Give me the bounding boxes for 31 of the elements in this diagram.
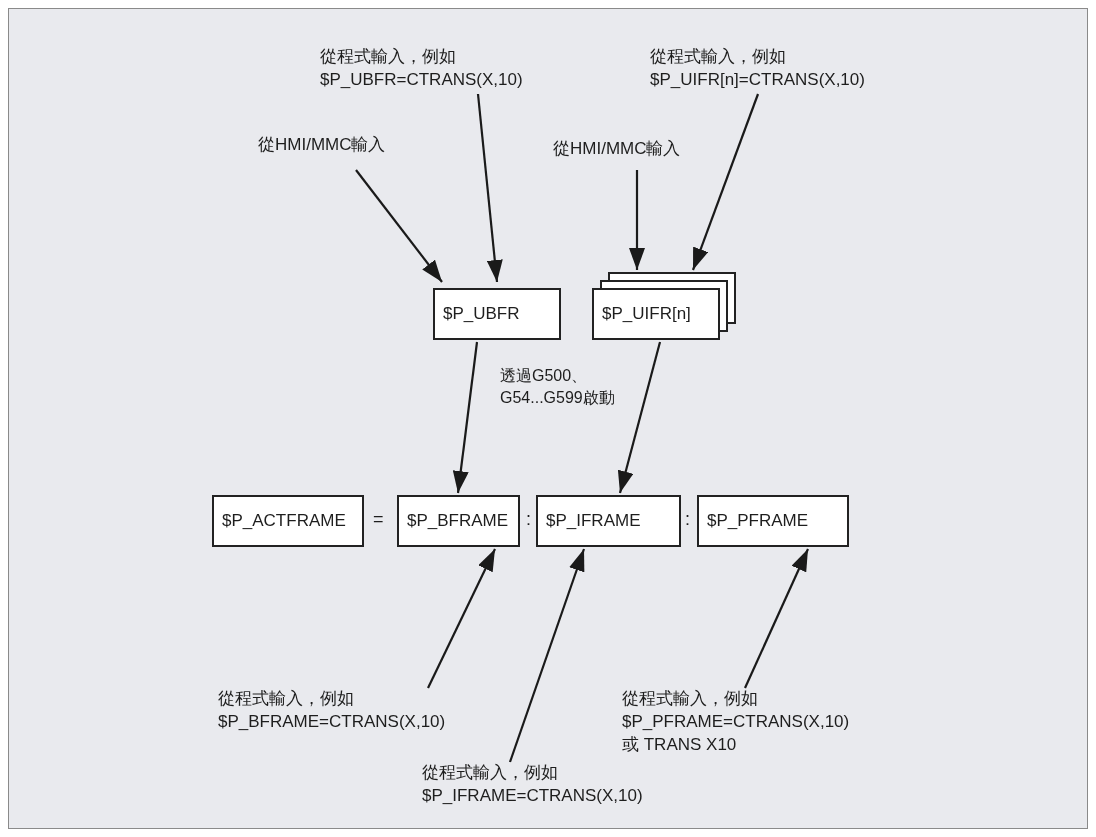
input-note: 從程式輸入，例如 — [218, 688, 355, 709]
input-note: 從程式輸入，例如 — [622, 688, 759, 709]
edge-label: 透過G500、G54...G599啟動 — [500, 366, 616, 408]
arrow — [629, 170, 645, 270]
input-note: $P_UBFR=CTRANS(X,10) — [320, 69, 523, 90]
frame-box: $P_ACTFRAME — [212, 495, 364, 547]
input-note: 從程式輸入，例如 — [650, 46, 787, 67]
input-note: 從HMI/MMC輸入 — [258, 134, 386, 155]
arrow — [427, 548, 496, 689]
input-note: $P_IFRAME=CTRANS(X,10) — [422, 785, 643, 806]
operator-sign: = — [373, 509, 384, 530]
frame-box: $P_UBFR — [433, 288, 561, 340]
arrow — [452, 341, 479, 494]
operator-sign: : — [685, 509, 690, 530]
input-note: $P_BFRAME=CTRANS(X,10) — [218, 711, 446, 732]
arrow — [691, 93, 760, 271]
arrow — [617, 341, 662, 494]
frame-box: $P_BFRAME — [397, 495, 520, 547]
arrow — [355, 169, 443, 283]
input-note: 從HMI/MMC輸入 — [553, 138, 681, 159]
arrow — [476, 93, 503, 283]
frame-box: $P_PFRAME — [697, 495, 849, 547]
input-note: 或 TRANS X10 — [622, 734, 738, 755]
arrow — [744, 548, 809, 689]
input-note: $P_PFRAME=CTRANS(X,10) — [622, 711, 850, 732]
input-note: 從程式輸入，例如 — [422, 762, 559, 783]
operator-sign: : — [526, 509, 531, 530]
input-note: $P_UIFR[n]=CTRANS(X,10) — [650, 69, 865, 90]
input-note: 從程式輸入，例如 — [320, 46, 457, 67]
arrow — [508, 548, 586, 763]
frame-box: $P_IFRAME — [536, 495, 681, 547]
